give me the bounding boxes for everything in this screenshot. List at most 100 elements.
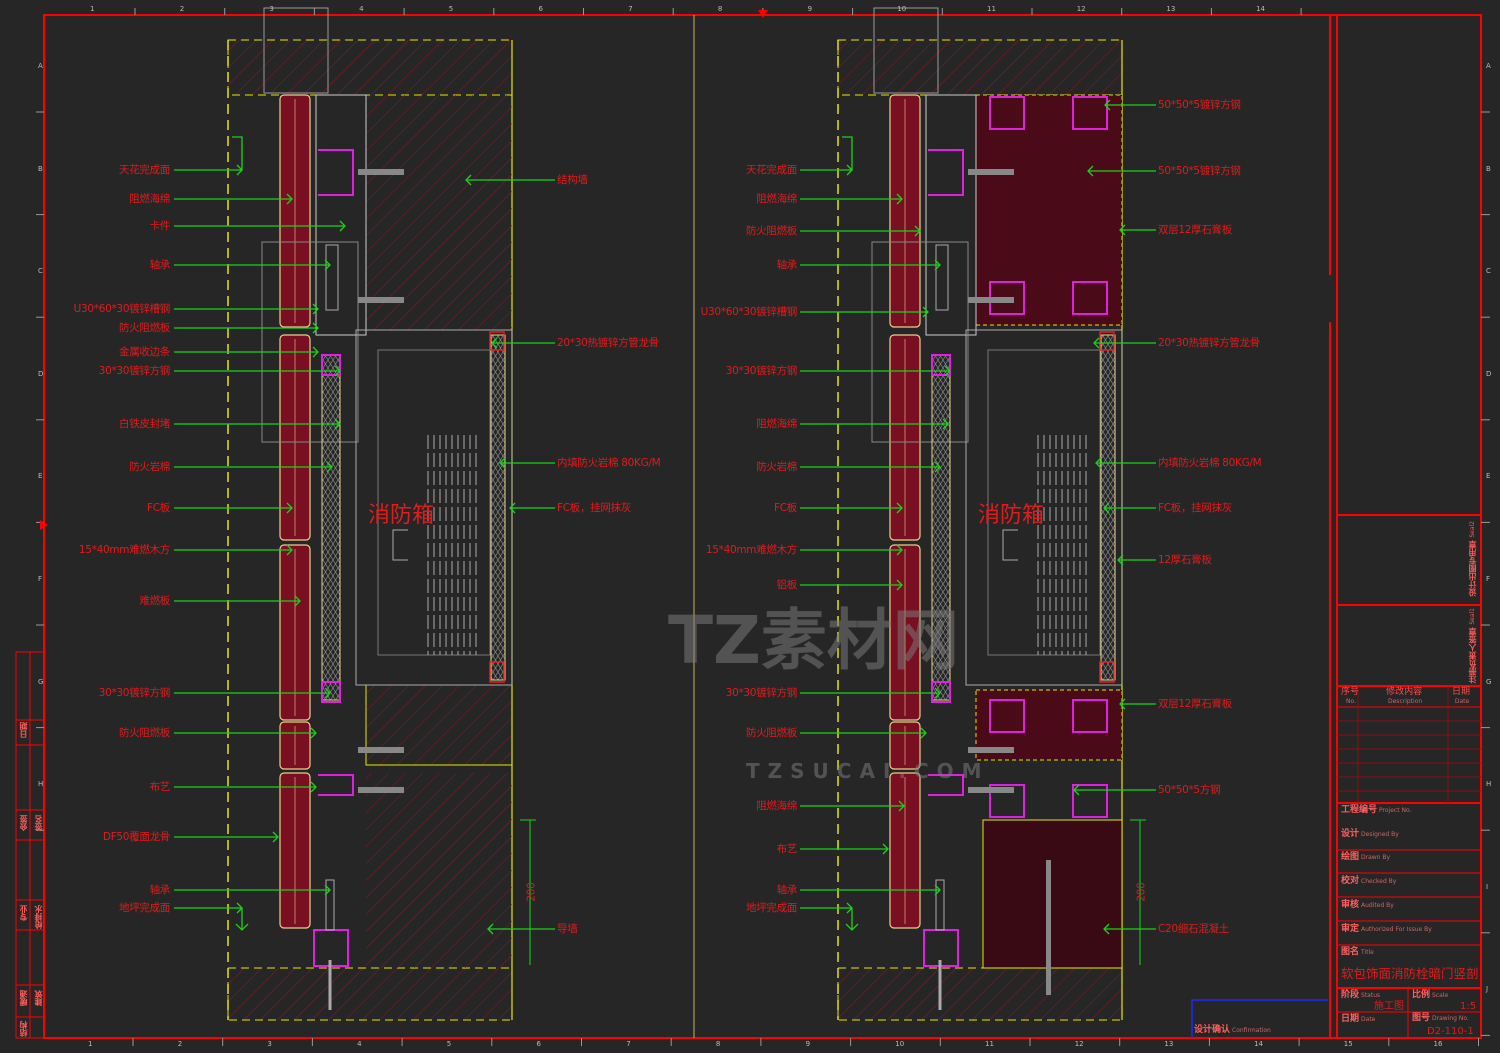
callout-label: 结构墙 — [557, 174, 588, 186]
field-en: Confirmation — [1232, 1027, 1271, 1034]
scale-value: 1:5 — [1460, 1001, 1477, 1012]
grid-number-top: 2 — [179, 5, 185, 13]
leader-arrow — [1103, 923, 1110, 935]
grid-letter-left: H — [38, 780, 44, 789]
seal-tag: Seal1 — [1469, 608, 1476, 625]
finish-elbow — [842, 136, 853, 170]
leader-arrow — [334, 418, 341, 430]
field-en: Audited By — [1361, 902, 1394, 909]
grid-letter-right: C — [1486, 267, 1491, 276]
grid-letter-right: D — [1486, 369, 1492, 378]
callout-label: 地坪完成面 — [746, 902, 797, 914]
concrete-curb — [982, 819, 1123, 969]
leader-arrow — [324, 687, 331, 699]
square-steel-tube — [321, 681, 341, 703]
leader-arrow — [286, 193, 293, 205]
leader-arrow — [312, 346, 319, 358]
callout-label: FC板，挂网抹灰 — [1158, 502, 1232, 514]
callout-label: 20*30热镀锌方管龙骨 — [557, 337, 659, 349]
pivot-shaft — [935, 879, 945, 931]
grid-letter-right: J — [1486, 985, 1489, 994]
seal-tag: Seal2 — [1469, 521, 1476, 538]
grid-letter-right: H — [1486, 780, 1492, 789]
square-steel-tube — [989, 784, 1025, 818]
leader-arrow — [934, 687, 941, 699]
expansion-bolt — [968, 747, 1014, 753]
center-mark — [758, 10, 768, 18]
keel-tube — [489, 661, 505, 683]
rock-wool-infill — [321, 354, 341, 701]
callout-label: 50*50*5镀锌方钢 — [1158, 99, 1241, 111]
leader-arrow — [286, 502, 293, 514]
pivot-shaft — [325, 244, 339, 311]
galvanized-channel — [318, 149, 354, 196]
dimension-label: 200 — [1135, 882, 1148, 902]
leader-arrow — [1087, 165, 1094, 177]
leader-arrow — [914, 225, 921, 237]
ceiling-opening — [873, 7, 939, 94]
gypsum-frame — [975, 94, 1123, 326]
strip-label: 结构 — [19, 1021, 28, 1037]
leader-arrow — [1119, 224, 1126, 236]
header-cn: 修改内容 — [1386, 687, 1423, 697]
strip-label: 专业 — [19, 905, 28, 921]
callout-label: 防火岩棉 — [756, 461, 797, 473]
expansion-bolt — [968, 787, 1014, 793]
drawing-title: 软包饰面消防栓暗门竖剖 — [1341, 966, 1479, 981]
expansion-bolt — [358, 747, 404, 753]
square-steel-tube — [1072, 96, 1108, 130]
leader-arrow — [326, 461, 333, 473]
field-en: Checked By — [1361, 878, 1397, 885]
strip-label: 暖通 — [19, 990, 28, 1006]
keel-tube — [1099, 661, 1115, 683]
strip-label: 给排水 — [34, 905, 43, 929]
status-value: 施工图 — [1374, 1001, 1404, 1012]
callout-label: 阻燃海绵 — [756, 418, 797, 430]
field-en: Authorized For Issue By — [1361, 926, 1432, 933]
grid-number-bottom: 15 — [1343, 1040, 1353, 1048]
callout-label: 防火岩棉 — [129, 461, 170, 473]
grid-number-bottom: 8 — [715, 1040, 721, 1048]
leader-arrow — [294, 595, 301, 607]
grid-number-bottom: 7 — [626, 1040, 631, 1048]
field-cn: 绘图 — [1341, 852, 1360, 862]
callout-label: 阻燃海绵 — [756, 193, 797, 205]
header-en: No. — [1346, 698, 1356, 705]
leader-arrow — [896, 502, 903, 514]
callout-label: 布艺 — [776, 843, 798, 855]
leader-arrow — [1093, 337, 1100, 349]
floor-slab — [837, 967, 1123, 1021]
field-en: Title — [1361, 949, 1374, 956]
callout-label: U30*60*30镀锌槽钢 — [73, 303, 171, 315]
field-en: Scale — [1432, 992, 1449, 999]
callout-label: 双层12厚石膏板 — [1158, 224, 1232, 236]
callout-label: 轴承 — [149, 884, 171, 896]
keel-tube — [489, 331, 505, 351]
leader-arrow — [1095, 457, 1102, 469]
field-cn: 阶段 — [1341, 990, 1360, 1000]
square-steel-tube — [989, 96, 1025, 130]
galvanized-channel — [928, 774, 964, 796]
grid-number-top: 10 — [897, 5, 907, 13]
grid-number-top: 14 — [1256, 5, 1266, 13]
leader-arrow — [845, 923, 859, 931]
watermark-brand: TZ素材网 — [668, 602, 959, 679]
callout-label: 布艺 — [149, 781, 171, 793]
grid-letter-left: D — [38, 369, 44, 378]
callout-label: 30*30镀锌方钢 — [725, 687, 798, 699]
expansion-bolt — [968, 297, 1014, 303]
structural-wall — [366, 95, 512, 330]
square-steel-tube — [1072, 699, 1108, 733]
callout-label: DF50覆面龙骨 — [102, 831, 170, 843]
leader-arrow — [312, 303, 319, 315]
anchor-bolt — [1046, 860, 1051, 995]
callout-label: 天花完成面 — [119, 164, 170, 176]
dimension-label: 200 — [525, 882, 538, 902]
seal-label: 注册负责人签章 — [1468, 627, 1477, 684]
leader-arrow — [509, 502, 516, 514]
square-steel-tube — [931, 354, 951, 376]
